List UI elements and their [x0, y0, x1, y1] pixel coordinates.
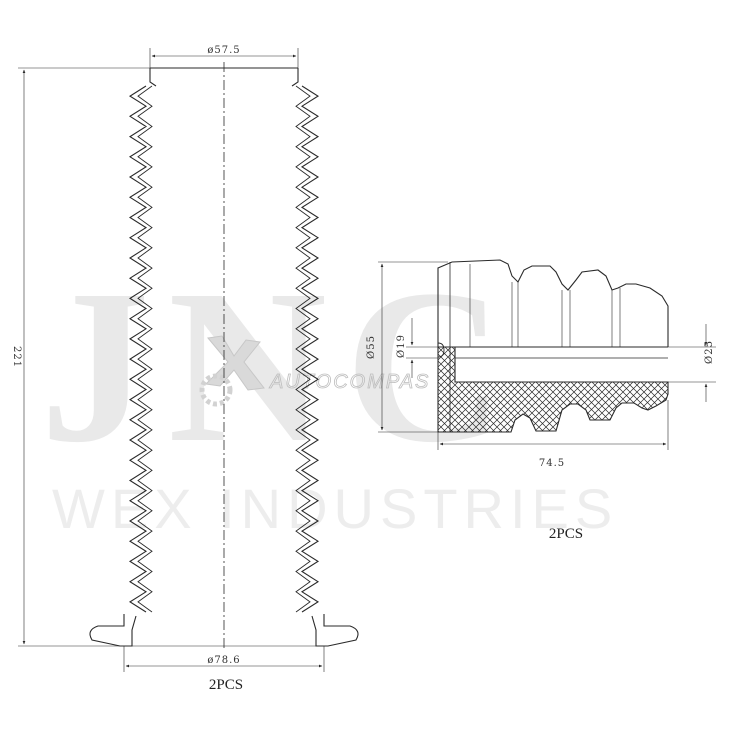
- bump-stop-inner-profile: [469, 264, 621, 347]
- bump-stop-upper-outline: [437, 259, 669, 347]
- boot-quantity-label: 2PCS: [209, 677, 243, 693]
- boot-bottom-diameter-label: ø78.6: [207, 655, 240, 666]
- bump-stop-quantity-label: 2PCS: [549, 526, 583, 542]
- bump-stop-section-hatch: [437, 346, 669, 433]
- dust-boot: [18, 48, 359, 672]
- watermark-company: WEX INDUSTRIES: [52, 477, 618, 540]
- bump-stop-outer-diameter-label: Ø55: [366, 335, 377, 359]
- watermark-logo-icon: [199, 335, 265, 407]
- boot-right-wall-inner: [295, 85, 311, 613]
- boot-left-wall-inner: [137, 85, 153, 613]
- boot-left-flange: [89, 614, 137, 647]
- boot-right-flange: [311, 614, 359, 647]
- boot-top-diameter-label: ø57.5: [207, 45, 240, 56]
- watermark-partner: AUTOCOMPAS: [269, 371, 430, 393]
- watermark-brand: JNC: [40, 244, 522, 488]
- boot-top-collar: [149, 68, 299, 87]
- bump-stop: [378, 259, 716, 450]
- boot-left-wall-outer: [128, 85, 148, 613]
- bump-stop-inner-diameter-label: Ø19: [396, 334, 407, 358]
- bump-stop-tip-diameter-label: Ø25: [704, 340, 715, 364]
- bump-stop-length-label: 74.5: [539, 458, 565, 469]
- bump-stop-bore-notch: [437, 342, 445, 358]
- boot-right-wall-outer: [300, 85, 320, 613]
- watermark: JNC WEX INDUSTRIES AUTOCOMPAS: [40, 244, 618, 540]
- boot-height-label: 221: [11, 346, 22, 368]
